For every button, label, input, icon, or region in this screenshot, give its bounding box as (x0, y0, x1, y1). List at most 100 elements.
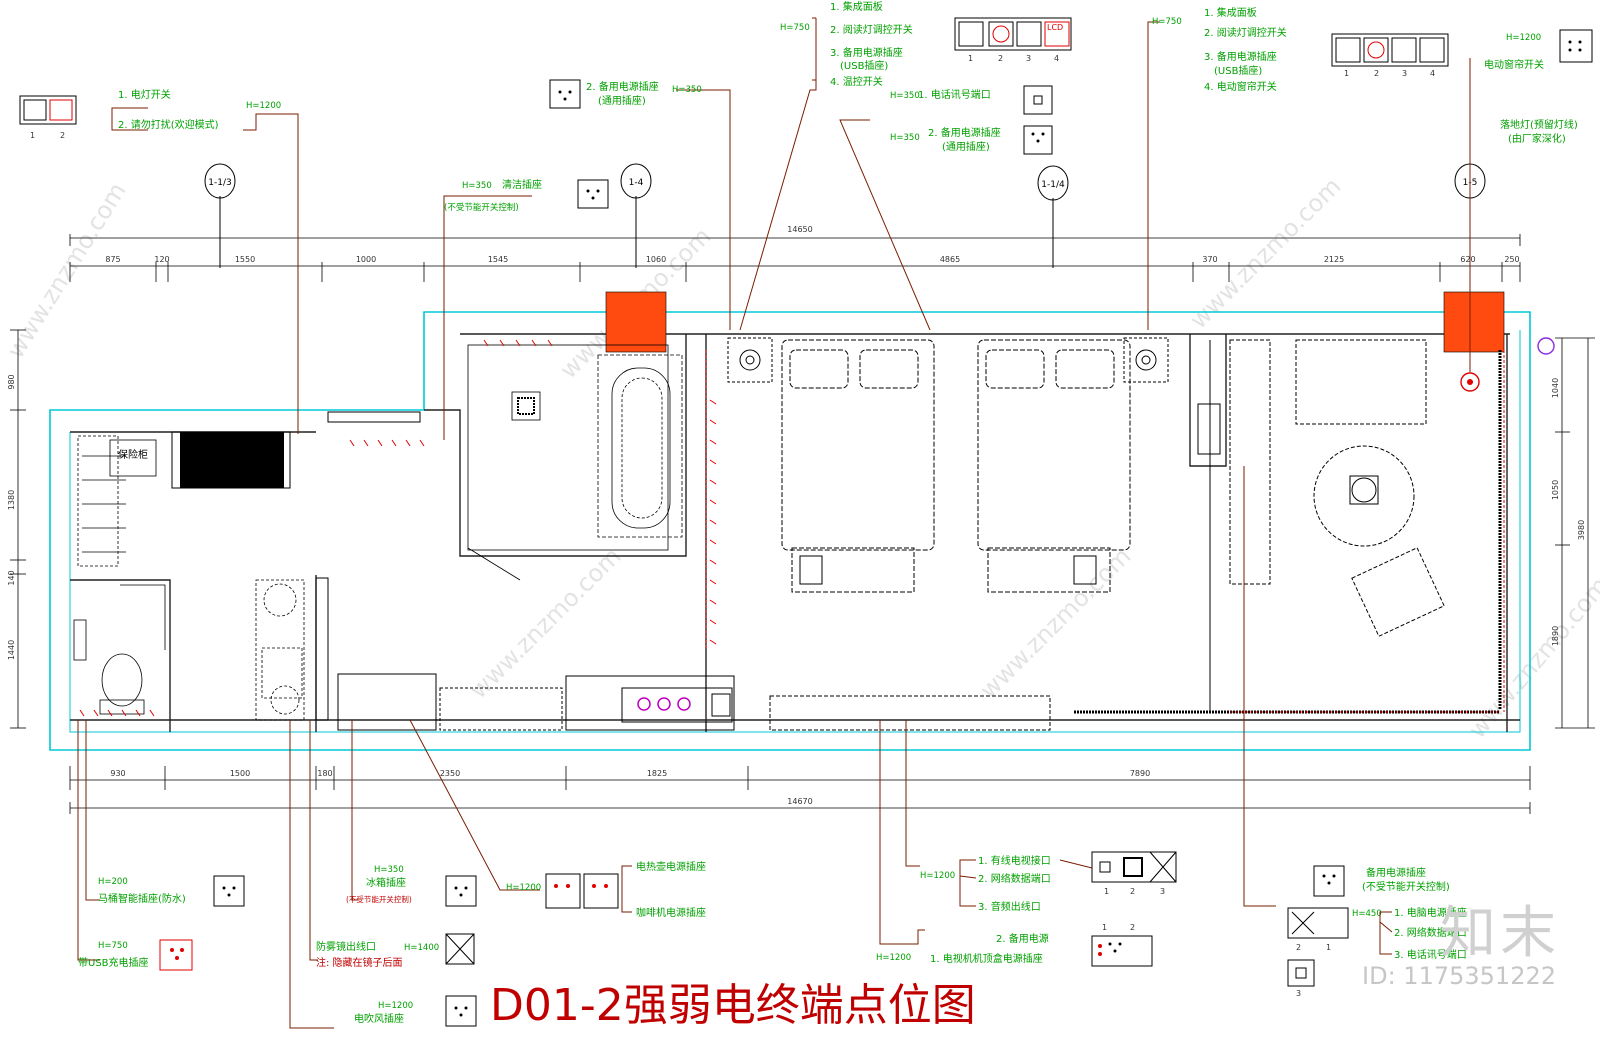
tv-power-label: 2. 备用电源 (996, 932, 1049, 945)
floor-lamp-label: 落地灯(预留灯线) (1500, 118, 1578, 131)
floor-lamp-core (1467, 379, 1473, 385)
entry-label: 2. 请勿打扰(欢迎模式) (118, 118, 219, 131)
hairdryer-height: H=1200 (378, 1001, 413, 1011)
desk-number: 1 (1326, 943, 1331, 952)
bed-left-label: 3. 备用电源插座 (830, 46, 903, 59)
tv-power-number: 1 (1102, 923, 1107, 932)
tv-ports-label: 2. 网络数据端口 (978, 872, 1051, 885)
bottom-dimension-lines (69, 766, 1531, 814)
dim-top: 1000 (356, 255, 376, 264)
bed-left-label: 2. 阅读灯调控开关 (830, 23, 913, 36)
tv-ports-height: H=1200 (920, 871, 955, 881)
axis-label: 1-4 (629, 178, 644, 188)
tv-port-number: 3 (1160, 887, 1165, 896)
floor-lamp-label: (由厂家深化) (1508, 132, 1566, 145)
dim-top: 120 (154, 255, 169, 264)
phone-socket-height: H=350 (890, 133, 920, 143)
bed-left-height: H=750 (780, 23, 810, 33)
drain-icon (517, 397, 535, 415)
curtain-height: H=1200 (1506, 33, 1541, 43)
tv-power-height: H=1200 (876, 953, 911, 963)
bed-right-label: 1. 集成面板 (1204, 6, 1257, 19)
lcd-label: LCD (1047, 23, 1063, 32)
spare-a-label: (通用插座) (598, 94, 646, 107)
tv-port-number: 2 (1130, 887, 1135, 896)
dim-left: 1380 (7, 490, 16, 510)
dim-top: 2125 (1324, 255, 1344, 264)
phone-socket-note: (通用插座) (942, 140, 990, 153)
living-area (1197, 339, 1445, 637)
tv-bracket (959, 859, 1093, 907)
dim-bottom: 180 (317, 769, 332, 778)
dim-bottom: 1500 (230, 769, 250, 778)
desk-height: H=450 (1352, 909, 1382, 919)
entry-door (327, 411, 421, 423)
cleaning-label: 清洁插座 (502, 178, 542, 191)
dim-top: 1545 (488, 255, 508, 264)
bed-left-label: 4. 温控开关 (830, 75, 883, 88)
axis-label: 1-1/3 (208, 178, 231, 188)
hairdryer-label: 电吹风插座 (354, 1012, 404, 1025)
kettle-height: H=1200 (506, 883, 541, 893)
phone-jack (1033, 95, 1043, 105)
bed-right-label: 3. 备用电源插座 (1204, 50, 1277, 63)
dim-bottom-total: 14670 (787, 797, 812, 806)
panel-number: 1 (968, 54, 973, 63)
dim-top: 4865 (940, 255, 960, 264)
dim-top-total: 14650 (787, 225, 812, 234)
dim-right: 1050 (1551, 480, 1560, 500)
panel-number: 2 (1374, 69, 1379, 78)
watermark-text: www.znzmo.com (974, 542, 1136, 704)
toilet-height: H=200 (98, 877, 128, 887)
dim-top: 250 (1504, 255, 1519, 264)
right-dimension-lines (1555, 337, 1595, 729)
corner-lamp-icon (1537, 337, 1555, 355)
bed-left-label: 1. 集成面板 (830, 0, 883, 13)
curtain-label: 电动窗帘开关 (1484, 58, 1544, 71)
net-jack (1123, 857, 1143, 877)
kettle-bracket (621, 865, 632, 913)
beds (781, 339, 1131, 593)
desk-bracket (1379, 911, 1393, 955)
bed-right-label: 4. 电动窗帘开关 (1204, 80, 1277, 93)
entry-height: H=1200 (246, 101, 281, 111)
desk-number: 3 (1296, 989, 1301, 998)
desk-label: 1. 电脑电源插座 (1394, 906, 1467, 919)
structural-column (605, 291, 667, 353)
cleaning-height: H=350 (462, 181, 492, 191)
tv-port-number: 1 (1104, 887, 1109, 896)
entry-number: 1 (30, 131, 35, 140)
desk-phone-jack (1295, 967, 1307, 979)
watermark-text: www.znzmo.com (1, 178, 131, 364)
reading-dial (992, 25, 1010, 43)
dim-left: 980 (7, 374, 16, 389)
kettle-label: 电热壶电源插座 (636, 860, 706, 873)
dim-left: 1440 (7, 640, 16, 660)
phone-socket-label: 2. 备用电源插座 (928, 126, 1001, 139)
desk-number: 2 (1296, 943, 1301, 952)
desk-spare-note: (不受节能开关控制) (1362, 880, 1450, 893)
entry-label: 1. 电灯开关 (118, 88, 171, 101)
panel-number: 3 (1026, 54, 1031, 63)
mirror-wall (315, 577, 329, 721)
mirror-label: 防雾镜出线口 (316, 940, 376, 953)
wc-room (73, 584, 166, 715)
safe-label: 保险柜 (118, 448, 148, 461)
tv-jack (1099, 861, 1111, 873)
watermark-text: www.znzmo.com (464, 542, 626, 704)
dim-bottom: 7890 (1130, 769, 1150, 778)
cross-marks (445, 851, 1315, 965)
interior-walls (70, 333, 1520, 732)
bed-left-label: (USB插座) (840, 59, 888, 72)
cooktop-rings (637, 697, 691, 711)
phone-label: 1. 电话讯号端口 (918, 88, 991, 101)
structural-column (1443, 291, 1505, 353)
fridge-label: 冰箱插座 (366, 876, 406, 889)
desk-label: 3. 电话讯号端口 (1394, 948, 1467, 961)
socket-pins (222, 40, 1582, 1017)
minibar-counter (337, 673, 1051, 731)
coffee-label: 咖啡机电源插座 (636, 906, 706, 919)
dim-top: 620 (1460, 255, 1475, 264)
dim-top: 875 (105, 255, 120, 264)
vanity (255, 579, 305, 721)
